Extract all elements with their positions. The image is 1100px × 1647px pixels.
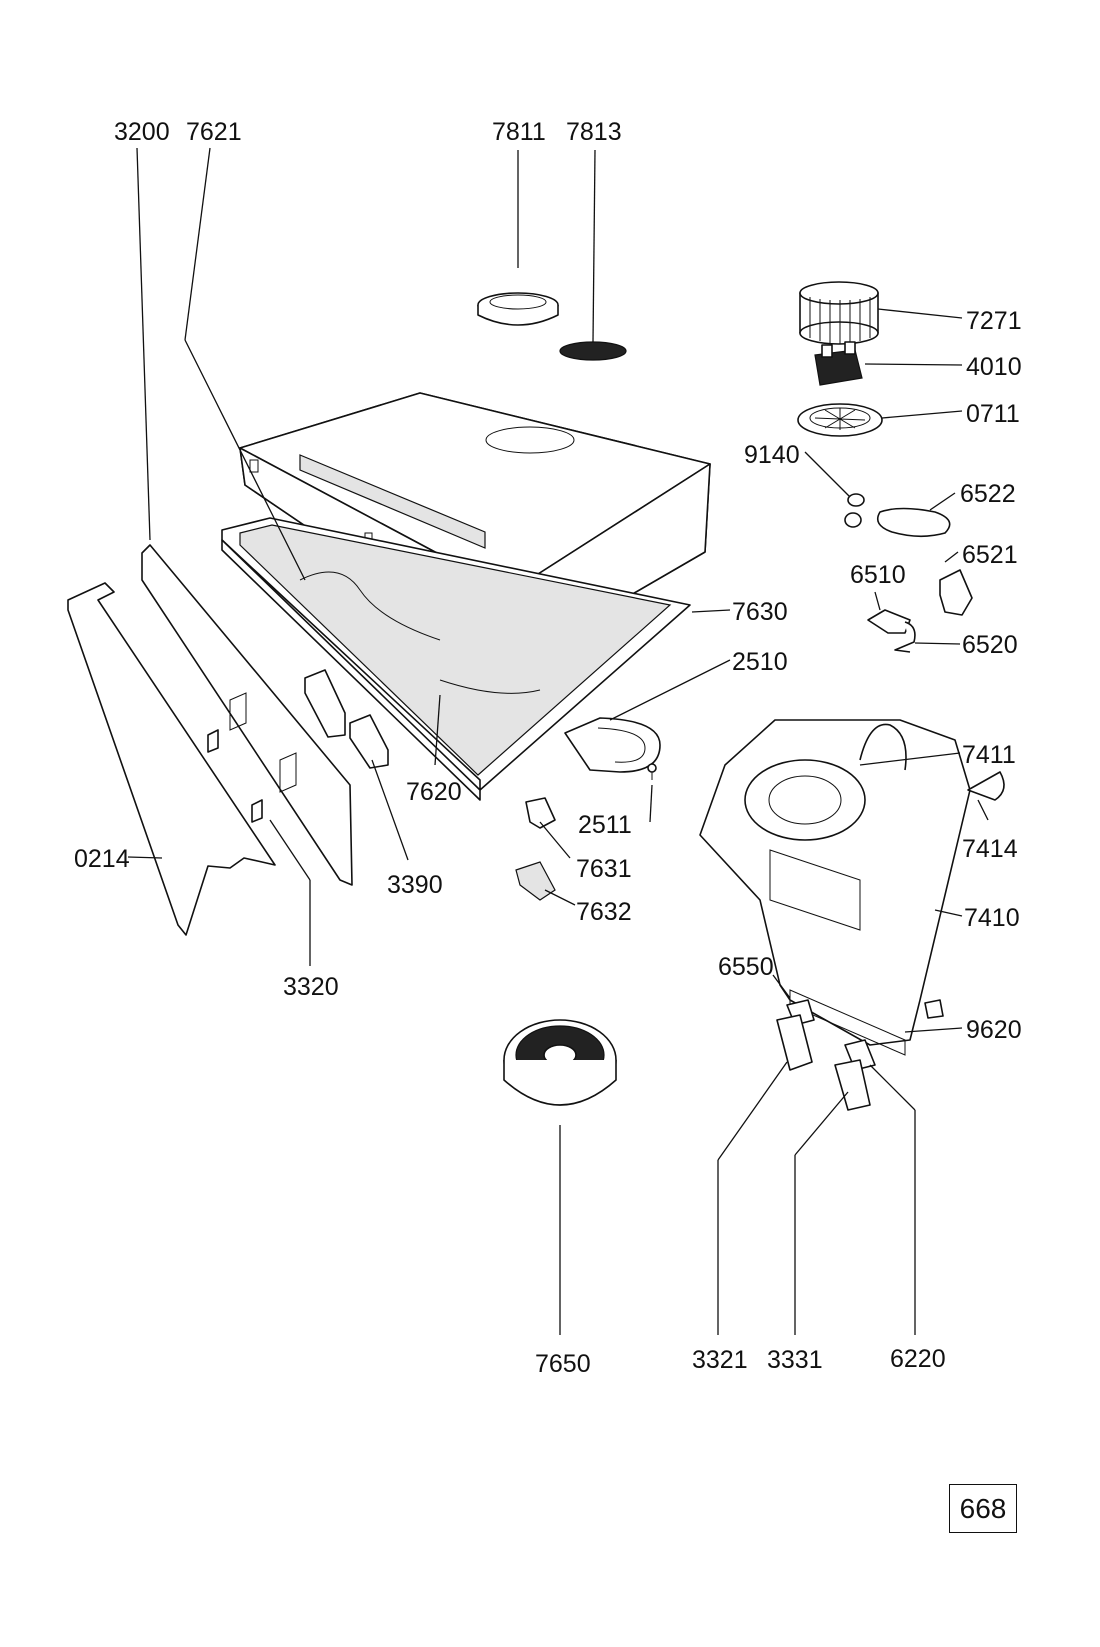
callout-7632: 7632 — [576, 898, 632, 926]
callout-6521: 6521 — [962, 541, 1018, 569]
callout-9140: 9140 — [744, 441, 800, 469]
callout-labels: 3200 7621 7811 7813 7271 4010 0711 9140 … — [74, 118, 1022, 1378]
front-panel — [141, 544, 353, 886]
lamp-cover — [564, 717, 661, 773]
callout-7650: 7650 — [535, 1350, 591, 1378]
motor-block — [814, 341, 863, 386]
callout-7271: 7271 — [966, 307, 1022, 335]
callout-6510: 6510 — [850, 561, 906, 589]
callout-3390: 3390 — [387, 871, 443, 899]
page-number: 668 — [949, 1484, 1017, 1533]
leader-lines — [127, 147, 989, 1335]
collar-mesh — [559, 341, 627, 361]
callout-6550: 6550 — [718, 953, 774, 981]
trim-strip — [67, 582, 276, 936]
callout-2511: 2511 — [578, 811, 632, 839]
callout-6522: 6522 — [960, 480, 1016, 508]
callout-3200: 3200 — [114, 118, 170, 146]
callout-7621: 7621 — [186, 118, 242, 146]
callout-7620: 7620 — [406, 778, 462, 806]
callout-0711: 0711 — [966, 400, 1020, 428]
callout-7813: 7813 — [566, 118, 622, 146]
callout-7811: 7811 — [492, 118, 546, 146]
callout-7414: 7414 — [962, 835, 1018, 863]
fan-wheel — [797, 403, 883, 437]
slider-knobs — [304, 669, 389, 769]
callout-2510: 2510 — [732, 648, 788, 676]
callout-6520: 6520 — [962, 631, 1018, 659]
callout-6220: 6220 — [890, 1345, 946, 1373]
grease-filter-frame — [221, 517, 691, 801]
callout-4010: 4010 — [966, 353, 1022, 381]
deflector — [967, 771, 1005, 801]
callout-3320: 3320 — [283, 973, 339, 1001]
callout-7410: 7410 — [964, 904, 1020, 932]
callout-3331: 3331 — [767, 1346, 823, 1374]
callout-3321: 3321 — [692, 1346, 748, 1374]
callout-7411: 7411 — [962, 741, 1016, 769]
blower-housing — [699, 719, 971, 1056]
clips — [515, 763, 944, 1111]
callout-7630: 7630 — [732, 598, 788, 626]
callout-9620: 9620 — [966, 1016, 1022, 1044]
callout-7631: 7631 — [576, 855, 632, 883]
carbon-filter — [503, 1019, 617, 1106]
motor-cylinder — [799, 281, 879, 345]
lamp-hardware — [844, 493, 973, 653]
exhaust-collar — [477, 292, 559, 326]
callout-0214: 0214 — [74, 845, 130, 873]
